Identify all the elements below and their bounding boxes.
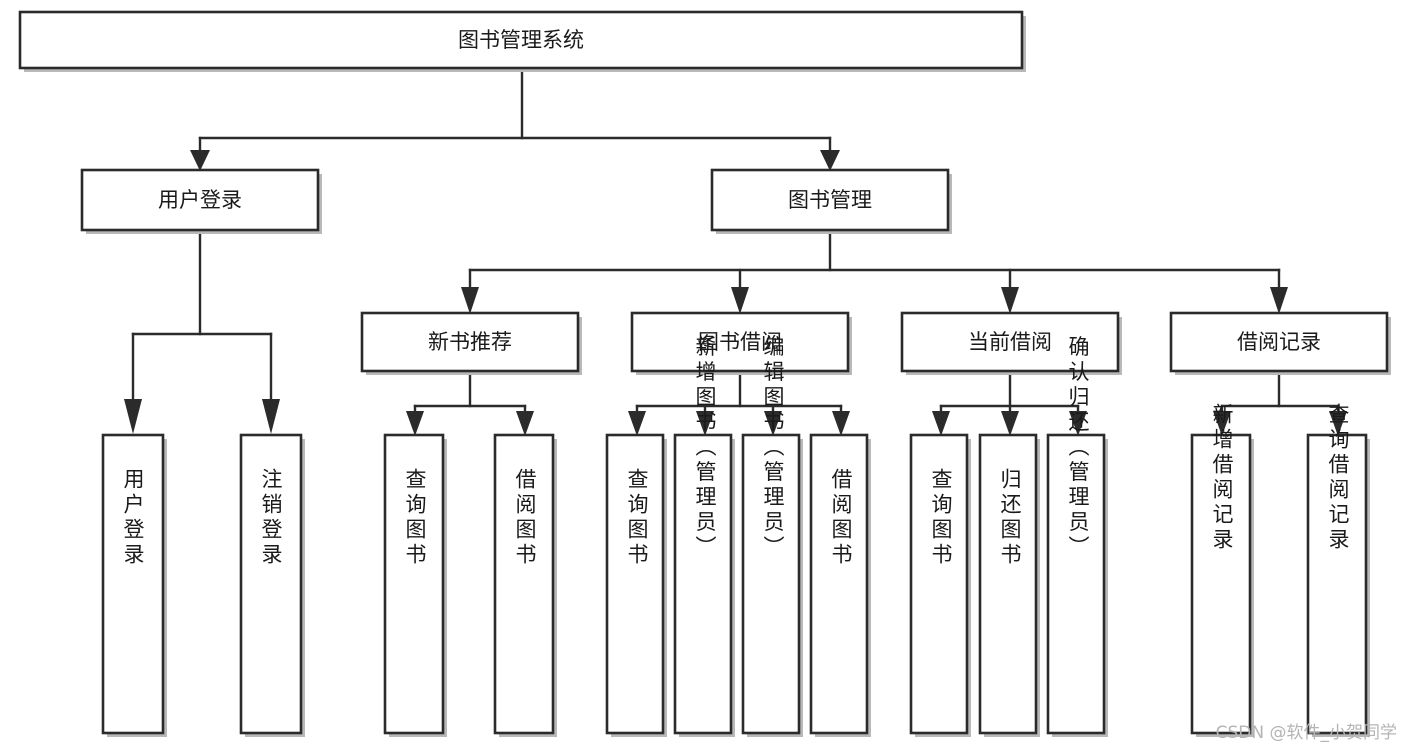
node-current-borrow-label: 当前借阅 [968, 330, 1052, 354]
node-book-borrow-box[interactable] [630, 311, 850, 373]
node-leaf-query-record[interactable]: 查询借阅记录 [1306, 403, 1370, 737]
arrow-to-leaf-borrow-book-1 [516, 411, 534, 436]
node-current-borrow[interactable]: 当前借阅 [900, 311, 1122, 375]
node-leaf-edit-book-box[interactable] [741, 433, 801, 735]
node-leaf-query-book-2[interactable]: 查询图书 [605, 433, 667, 737]
node-book-manage-box[interactable] [710, 168, 950, 232]
arrow-to-leaf-query-book-1 [406, 411, 424, 436]
node-leaf-return-book-label: 归还图书 [998, 468, 1022, 568]
node-leaf-borrow-book-1-box[interactable] [493, 433, 555, 735]
arrow-to-leaf-add-record [1213, 411, 1231, 436]
node-root-label: 图书管理系统 [458, 28, 584, 52]
node-leaf-user-login-label: 用户登录 [121, 468, 145, 568]
arrow-to-leaf-query-book-3 [932, 411, 950, 436]
node-leaf-query-book-3-box[interactable] [909, 433, 969, 735]
node-book-manage[interactable]: 图书管理 [710, 168, 952, 234]
arrow-to-book-borrow [731, 287, 749, 314]
node-leaf-add-record[interactable]: 新增借阅记录 [1190, 403, 1254, 737]
node-borrow-record[interactable]: 借阅记录 [1169, 311, 1391, 375]
node-leaf-borrow-book-1-label: 借阅图书 [513, 468, 537, 568]
node-user-login-label: 用户登录 [158, 188, 242, 212]
node-leaf-return-book[interactable]: 归还图书 [978, 433, 1040, 737]
connectors-group [124, 67, 1347, 436]
node-leaf-confirm-return-label: 确认归还（管理员） [1066, 336, 1090, 561]
node-current-borrow-box[interactable] [900, 311, 1120, 373]
node-leaf-borrow-book-2-label: 借阅图书 [829, 468, 853, 568]
node-leaf-user-login-box[interactable] [101, 433, 165, 735]
node-leaf-logout-box[interactable] [239, 433, 303, 735]
arrow-to-leaf-logout [262, 399, 280, 434]
node-leaf-add-record-box[interactable] [1190, 433, 1252, 735]
node-leaf-query-record-box[interactable] [1306, 433, 1368, 735]
arrow-to-leaf-edit-book [764, 411, 782, 436]
node-user-login[interactable]: 用户登录 [80, 168, 322, 234]
node-leaf-query-record-label: 查询借阅记录 [1326, 403, 1350, 553]
node-leaf-query-book-3-label: 查询图书 [929, 468, 953, 568]
node-leaf-query-book-2-label: 查询图书 [625, 468, 649, 568]
node-leaf-confirm-return[interactable]: 确认归还（管理员） [1046, 336, 1108, 738]
node-leaf-borrow-book-2-box[interactable] [809, 433, 869, 735]
node-leaf-query-book-1-label: 查询图书 [403, 468, 427, 568]
arrow-to-leaf-add-book [696, 411, 714, 436]
arrow-to-user-login [190, 150, 210, 171]
node-leaf-user-login[interactable]: 用户登录 [101, 433, 167, 737]
node-new-book-rec-box[interactable] [360, 311, 580, 373]
arrow-to-leaf-return-book [1001, 411, 1019, 436]
node-borrow-record-label: 借阅记录 [1237, 330, 1321, 354]
node-leaf-add-book-label: 新增图书（管理员） [693, 336, 717, 561]
node-leaf-query-book-1[interactable]: 查询图书 [383, 433, 447, 737]
arrow-to-leaf-confirm-return [1069, 411, 1087, 436]
node-new-book-rec[interactable]: 新书推荐 [360, 311, 582, 375]
node-leaf-query-book-1-box[interactable] [383, 433, 445, 735]
node-leaf-query-book-3[interactable]: 查询图书 [909, 433, 971, 737]
node-root-box[interactable] [18, 10, 1024, 70]
node-leaf-edit-book[interactable]: 编辑图书（管理员） [741, 336, 803, 738]
node-leaf-borrow-book-1[interactable]: 借阅图书 [493, 433, 557, 737]
node-leaf-confirm-return-box[interactable] [1046, 433, 1106, 735]
node-leaf-logout[interactable]: 注销登录 [239, 433, 305, 737]
node-root[interactable]: 图书管理系统 [18, 10, 1026, 72]
arrow-to-leaf-query-book-2 [628, 411, 646, 436]
arrow-to-borrow-record [1270, 287, 1288, 314]
node-borrow-record-box[interactable] [1169, 311, 1389, 373]
arrow-to-current-borrow [1001, 287, 1019, 314]
node-user-login-box[interactable] [80, 168, 320, 232]
node-leaf-logout-label: 注销登录 [259, 468, 283, 568]
node-leaf-query-book-2-box[interactable] [605, 433, 665, 735]
arrow-to-leaf-user-login [124, 399, 142, 434]
node-book-borrow-label: 图书借阅 [698, 330, 782, 354]
node-leaf-edit-book-label: 编辑图书（管理员） [761, 336, 785, 561]
arrow-to-book-manage [820, 150, 840, 171]
node-new-book-rec-label: 新书推荐 [428, 330, 512, 354]
arrow-to-leaf-query-record [1329, 411, 1347, 436]
node-leaf-borrow-book-2[interactable]: 借阅图书 [809, 433, 871, 737]
node-leaf-add-book-box[interactable] [673, 433, 733, 735]
arrow-to-new-book-rec [461, 287, 479, 314]
arrow-to-leaf-borrow-book-2 [832, 411, 850, 436]
node-leaf-add-book[interactable]: 新增图书（管理员） [673, 336, 735, 738]
node-leaf-return-book-box[interactable] [978, 433, 1038, 735]
node-book-borrow[interactable]: 图书借阅 [630, 311, 852, 375]
node-leaf-add-record-label: 新增借阅记录 [1210, 403, 1234, 553]
node-book-manage-label: 图书管理 [788, 188, 872, 212]
